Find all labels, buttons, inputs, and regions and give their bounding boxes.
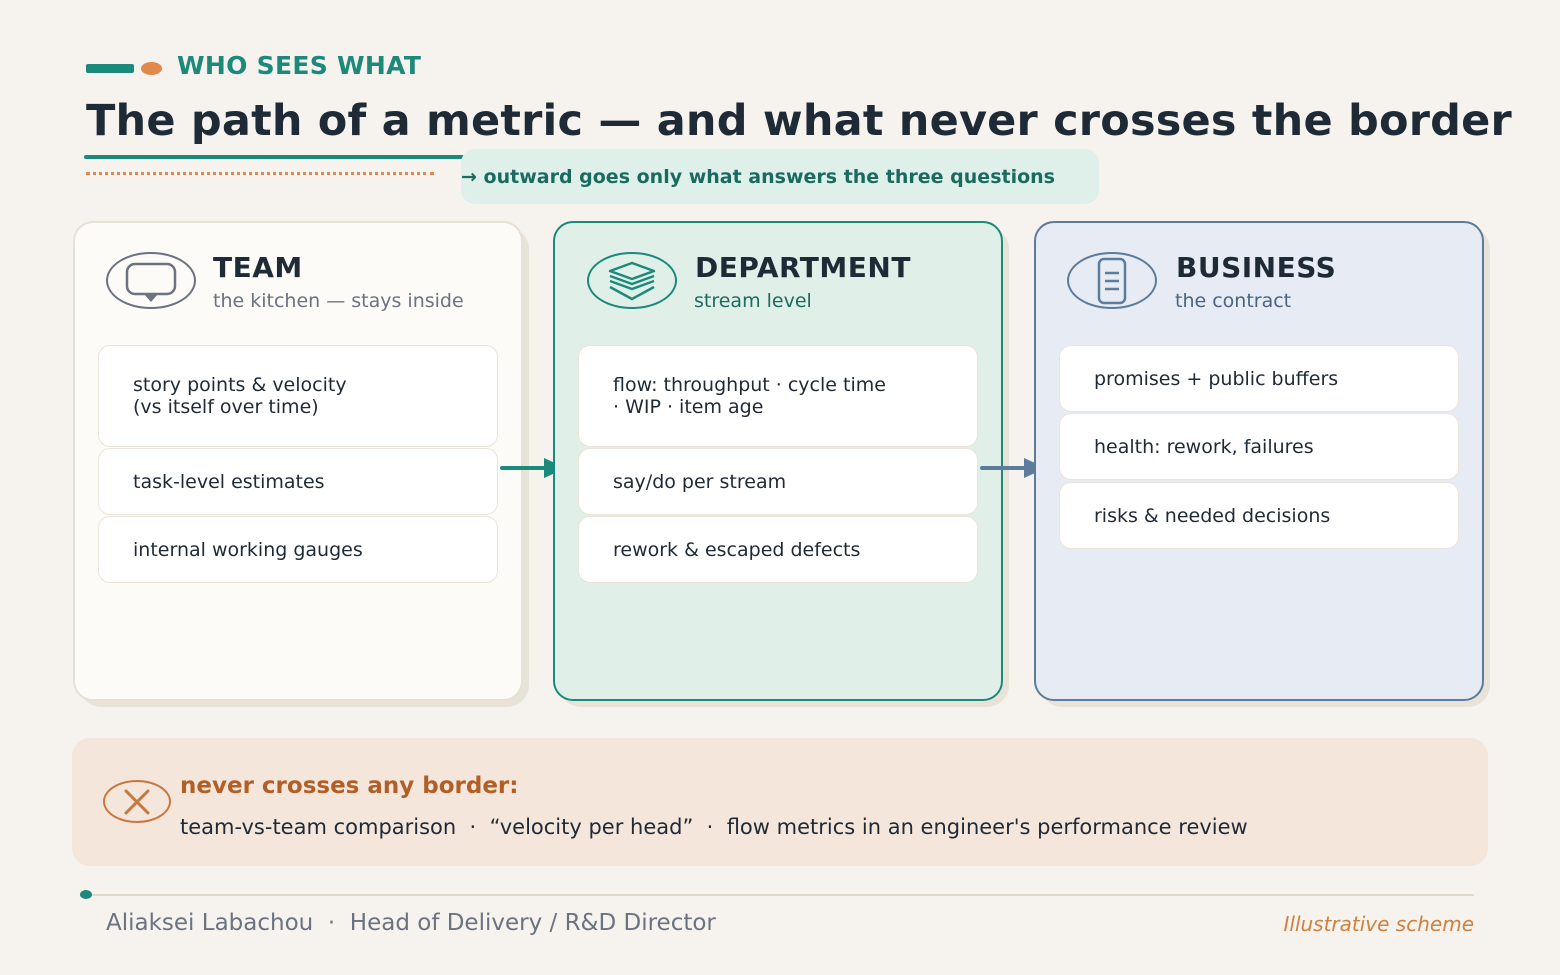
never-crosses-band (72, 738, 1488, 866)
subtitle-text: → outward goes only what answers the thr… (461, 165, 1055, 188)
team-title: TEAM (213, 251, 303, 284)
item-line: (vs itself over time) (133, 396, 319, 418)
department-item-flow: flow: throughput · cycle time · WIP · it… (578, 345, 978, 447)
department-subtitle: stream level (694, 290, 812, 312)
business-item-risks: risks & needed decisions (1059, 482, 1459, 549)
item-line: flow: throughput · cycle time (613, 374, 886, 396)
footer-author: Aliaksei Labachou · Head of Delivery / R… (106, 910, 716, 936)
page-title: The path of a metric — and what never cr… (86, 96, 1512, 146)
footer-dot (80, 890, 92, 899)
kicker-dot (141, 62, 162, 75)
item-line: internal working gauges (133, 538, 363, 561)
speech-bubble-icon (106, 252, 196, 309)
business-subtitle: the contract (1175, 290, 1292, 312)
never-list: team-vs-team comparison · “velocity per … (180, 815, 1248, 839)
never-title: never crosses any border: (180, 773, 519, 799)
item-line: · WIP · item age (613, 396, 764, 418)
footer-divider (88, 894, 1474, 896)
item-line: promises + public buffers (1094, 367, 1339, 390)
dotted-divider (86, 172, 434, 175)
team-item-estimates: task-level estimates (98, 448, 498, 515)
title-underline (84, 155, 464, 159)
department-item-rework: rework & escaped defects (578, 516, 978, 583)
subtitle-pill: → outward goes only what answers the thr… (461, 149, 1099, 204)
footer-note: Illustrative scheme (1283, 912, 1474, 936)
item-line: health: rework, failures (1094, 435, 1314, 458)
team-item-velocity: story points & velocity (vs itself over … (98, 345, 498, 447)
business-item-promises: promises + public buffers (1059, 345, 1459, 412)
item-line: story points & velocity (133, 374, 347, 396)
item-line: risks & needed decisions (1094, 504, 1331, 527)
layers-icon (587, 252, 677, 309)
team-subtitle: the kitchen — stays inside (213, 290, 464, 312)
item-line: rework & escaped defects (613, 538, 861, 561)
business-title: BUSINESS (1176, 251, 1337, 284)
kicker-bar (86, 64, 134, 73)
department-item-saydo: say/do per stream (578, 448, 978, 515)
item-line: say/do per stream (613, 470, 787, 493)
document-icon (1067, 252, 1157, 309)
team-item-gauges: internal working gauges (98, 516, 498, 583)
business-item-health: health: rework, failures (1059, 413, 1459, 480)
item-line: task-level estimates (133, 470, 325, 493)
kicker: WHO SEES WHAT (177, 51, 422, 80)
x-icon (103, 780, 171, 823)
department-title: DEPARTMENT (695, 251, 911, 284)
